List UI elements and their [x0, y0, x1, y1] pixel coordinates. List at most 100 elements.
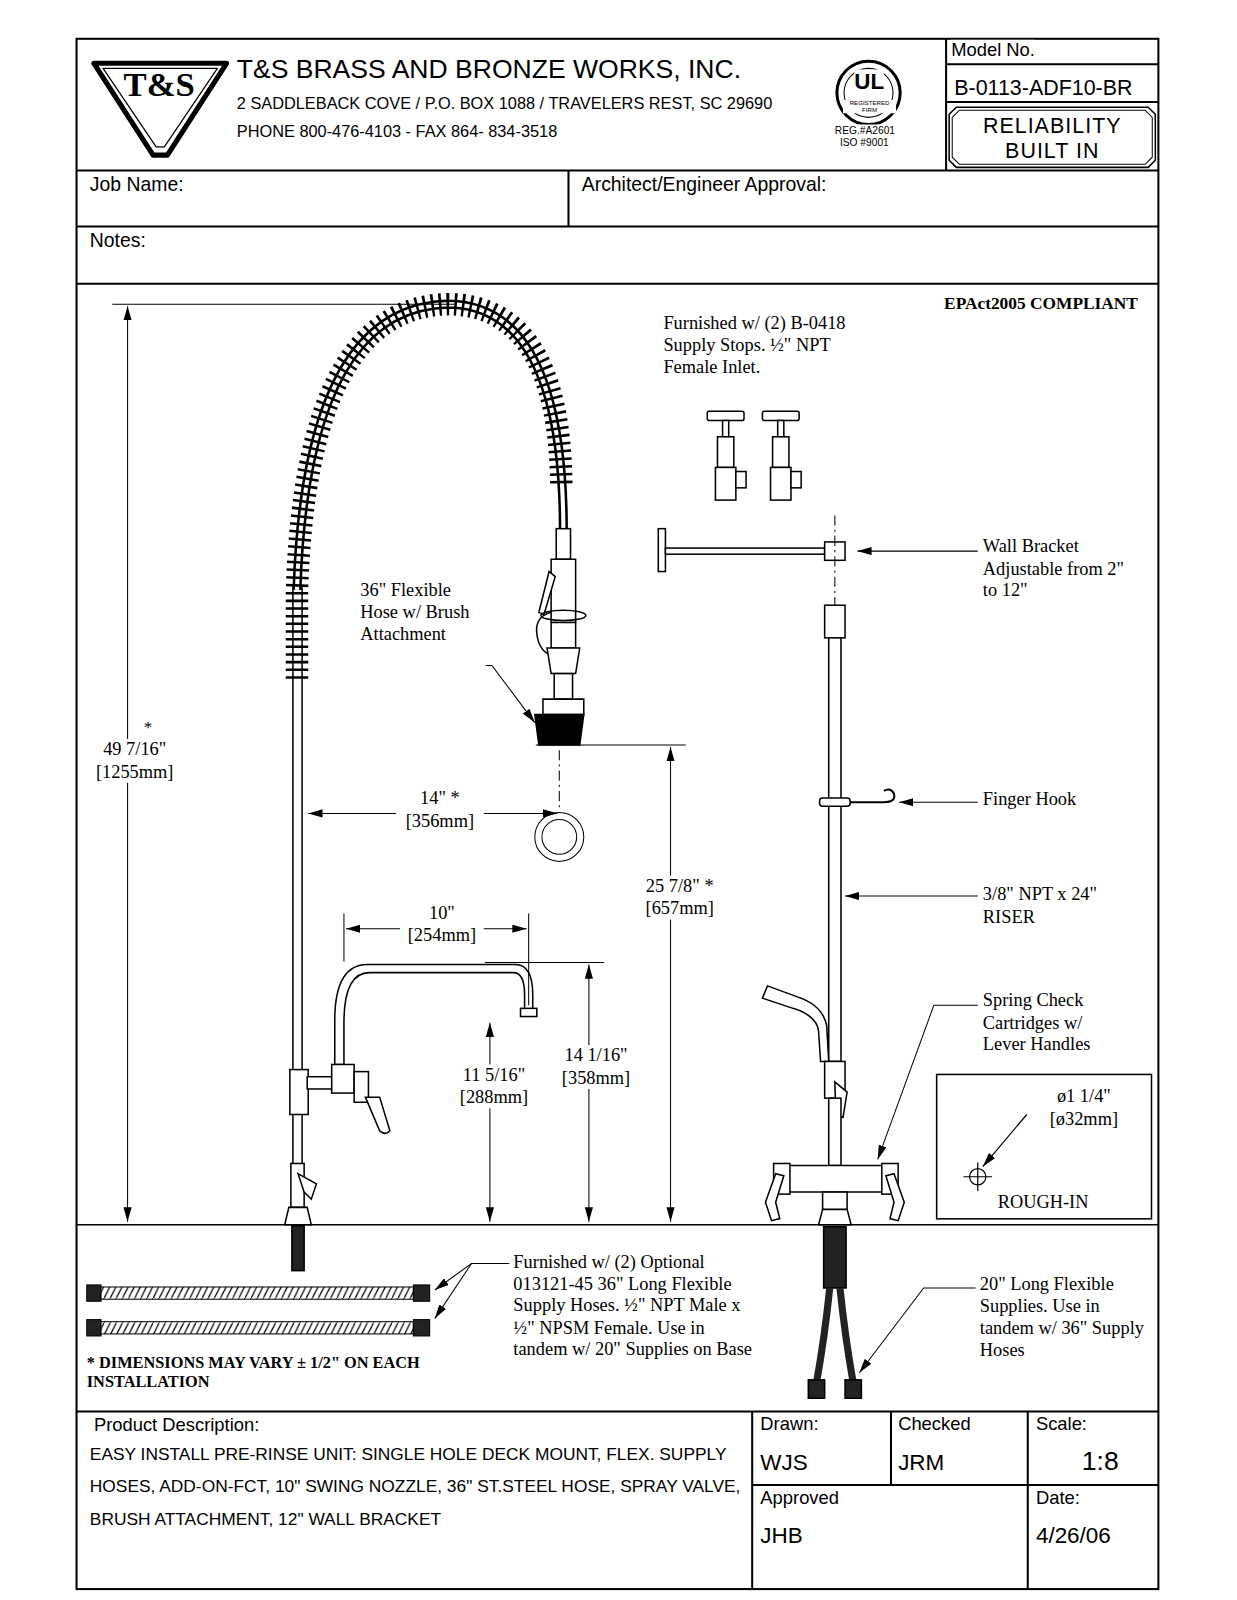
field-value: 1:8	[1082, 1445, 1119, 1477]
supply-stop	[771, 467, 791, 500]
supply-hose	[87, 1285, 430, 1336]
pre-rinse-side-view	[823, 1192, 847, 1209]
pre-rinse-side-view	[829, 1098, 841, 1165]
registration-number: REG.#A2601	[835, 125, 895, 136]
supply-stop	[723, 420, 729, 436]
ul-logo	[837, 61, 900, 124]
part-callout: 36" Flexible Hose w/ Brush Attachment	[360, 580, 480, 646]
company-logo: T&S	[90, 57, 231, 159]
supply-hose	[101, 1322, 413, 1334]
field-heading: Approved	[760, 1488, 839, 1510]
part-callout: Wall Bracket Adjustable from 2" to 12"	[983, 536, 1136, 602]
dimension-value: 10" [254mm]	[400, 902, 484, 946]
pre-rinse-front-view	[335, 964, 533, 1064]
slogan-badge-text: RELIABILITY BUILT IN	[965, 112, 1139, 163]
pre-rinse-front-view	[332, 1064, 354, 1093]
ul-logo	[837, 61, 900, 124]
dimension-lines	[588, 964, 589, 1221]
supply-stop	[778, 420, 784, 436]
pre-rinse-front-view	[539, 572, 555, 615]
dimension-lines	[112, 304, 686, 1222]
supply-hose	[413, 1285, 429, 1301]
supply-hose	[101, 1287, 413, 1299]
badge-outline	[949, 107, 1155, 167]
leader-line	[878, 1005, 978, 1159]
part-callout: 20" Long Flexible Supplies. Use in tande…	[980, 1274, 1151, 1362]
field-heading: Notes:	[90, 230, 146, 253]
supply-stop	[762, 411, 801, 500]
field-heading: Checked	[898, 1414, 971, 1436]
pre-rinse-side-view	[808, 1380, 824, 1398]
rough-in-box-text: ø1 1/4" [ø32mm]	[1033, 1086, 1135, 1130]
pre-rinse-side-view	[845, 1380, 861, 1398]
field-heading: Architect/Engineer Approval:	[582, 174, 827, 197]
pre-rinse-front-view	[290, 1070, 308, 1115]
sheet-frame	[77, 39, 1159, 1589]
field-value: 4/26/06	[1036, 1523, 1111, 1550]
pre-rinse-front-view	[307, 1077, 334, 1089]
field-value: WJS	[760, 1449, 807, 1476]
rough-in-symbol	[983, 1114, 1027, 1166]
company-phone: PHONE 800-476-4103 - FAX 864- 834-3518	[237, 121, 557, 141]
dimension-note: * DIMENSIONS MAY VARY ± 1/2" ON EACH INS…	[87, 1352, 439, 1391]
badge-outline	[952, 110, 1152, 164]
rough-in-box: ø1 1/4" [ø32mm] ROUGH-IN	[936, 1074, 1152, 1220]
pre-rinse-front-view	[292, 1226, 304, 1271]
pre-rinse-front-view	[556, 529, 570, 560]
pre-rinse-side-view	[762, 986, 828, 1062]
dimension-lines	[489, 1023, 490, 1222]
field-value: JRM	[898, 1449, 944, 1476]
leader-line	[857, 551, 977, 552]
logo-text: REGISTERED FIRM	[843, 100, 896, 113]
pre-rinse-side-view	[824, 1227, 846, 1288]
dimension-lines	[536, 745, 686, 746]
sheet-frame	[77, 1224, 1159, 1226]
pre-rinse-side-view	[665, 548, 824, 554]
pre-rinse-front-view	[554, 674, 572, 700]
dimension-value: 14" * [356mm]	[396, 788, 484, 832]
field-heading: Model No.	[951, 40, 1035, 62]
dimension-asterisk: *	[144, 717, 152, 737]
rough-in-box-text: ROUGH-IN	[936, 1192, 1150, 1214]
dimension-value: 49 7/16" [1255mm]	[88, 739, 182, 783]
pre-rinse-front-view	[541, 610, 586, 620]
pre-rinse-side-view	[658, 529, 665, 572]
part-callout: Spring Check Cartridges w/ Lever Handles	[983, 990, 1126, 1056]
dimension-lines	[542, 820, 577, 855]
pre-rinse-front-view	[535, 714, 584, 745]
pre-rinse-front-view	[547, 648, 580, 674]
leader-line	[486, 665, 535, 722]
sheet-frame	[77, 39, 1159, 1589]
supply-hose	[87, 1320, 101, 1336]
supply-stop	[707, 411, 746, 500]
pre-rinse-side-view	[829, 638, 841, 1062]
logo-text: UL	[854, 69, 884, 94]
pre-rinse-front-view	[365, 1097, 389, 1133]
leader-line	[435, 551, 978, 1373]
company-address: 2 SADDLEBACK COVE / P.O. BOX 1088 / TRAV…	[237, 94, 772, 114]
leader-line	[435, 1264, 510, 1291]
pre-rinse-side-view	[850, 789, 894, 802]
dimension-lines	[535, 812, 584, 861]
field-heading: Date:	[1036, 1488, 1080, 1510]
pre-rinse-side-view	[834, 515, 835, 612]
pre-rinse-front-view	[285, 304, 586, 1271]
dimension-value: 25 7/8" * [657mm]	[625, 876, 735, 920]
compliance-note: EPAct2005 COMPLIANT	[944, 294, 1138, 315]
supply-hose	[87, 1285, 101, 1301]
pre-rinse-front-view	[298, 1174, 316, 1200]
supply-stop	[717, 437, 733, 468]
part-callout: Finger Hook	[983, 789, 1076, 811]
leader-line	[899, 802, 978, 803]
leader-line	[859, 1288, 975, 1373]
rough-in-symbol	[963, 1162, 992, 1191]
part-callout: Furnished w/ (2) Optional 013121-45 36" …	[513, 1251, 756, 1361]
pre-rinse-front-view	[521, 1008, 537, 1016]
pre-rinse-front-view	[285, 1207, 312, 1224]
dimension-lines	[485, 962, 604, 963]
dimension-lines	[112, 304, 454, 305]
sheet-frame	[77, 39, 1159, 1589]
supply-stop	[762, 411, 799, 420]
pre-rinse-side-view	[765, 1174, 783, 1221]
dimension-lines	[670, 747, 671, 1222]
